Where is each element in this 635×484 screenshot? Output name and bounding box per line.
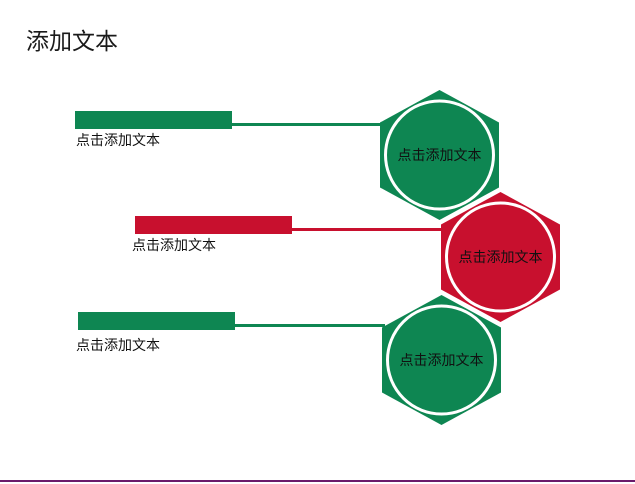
row-1-bar (75, 111, 232, 129)
row-3-connector (235, 324, 385, 327)
hexagon-3-text: 点击添加文本 (399, 353, 484, 369)
row-2-connector (292, 228, 442, 231)
hexagon-1[interactable]: 点击添加文本 (380, 90, 499, 220)
row-1-label[interactable]: 点击添加文本 (76, 133, 160, 149)
hexagon-3-shape (382, 295, 501, 425)
hexagon-3[interactable]: 点击添加文本 (382, 295, 501, 425)
row-3-label[interactable]: 点击添加文本 (76, 338, 160, 354)
bottom-divider (0, 480, 635, 482)
hexagon-2-shape (441, 192, 560, 322)
hexagon-2[interactable]: 点击添加文本 (441, 192, 560, 322)
row-1-connector (232, 123, 384, 126)
slide-title[interactable]: 添加文本 (26, 29, 118, 55)
hexagon-1-shape (380, 90, 499, 220)
row-2-label[interactable]: 点击添加文本 (132, 238, 216, 254)
hexagon-2-text: 点击添加文本 (458, 250, 543, 266)
hexagon-1-text: 点击添加文本 (397, 148, 482, 164)
row-2-bar (135, 216, 292, 234)
row-3-bar (78, 312, 235, 330)
